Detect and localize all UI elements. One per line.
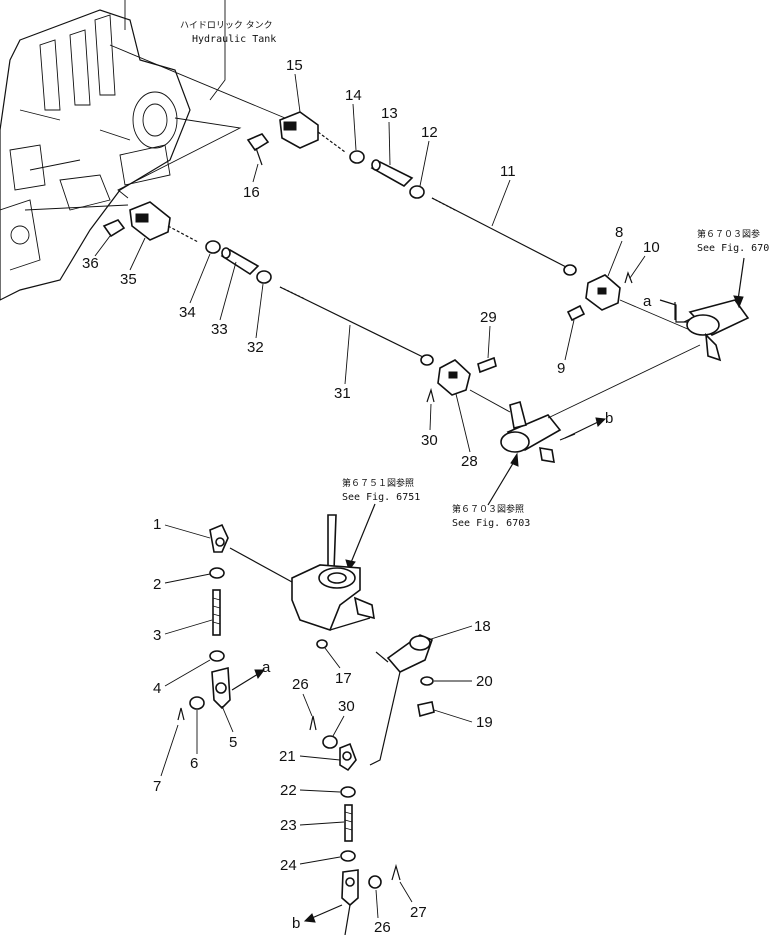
nut-24: [340, 850, 356, 862]
callout-16: 16: [243, 184, 260, 201]
marker-a-lower: a: [262, 659, 271, 676]
callout-29-upper: 29: [480, 309, 497, 326]
nut-29-lower: [322, 735, 338, 749]
callout-26: 26: [374, 919, 391, 935]
callout-6: 6: [190, 755, 198, 772]
rod-31: [279, 286, 434, 366]
callout-8: 8: [615, 224, 623, 241]
callout-27-lower: 27: [410, 904, 427, 921]
bellcrank-lower: [469, 344, 701, 463]
pin-16: [246, 133, 270, 166]
cotter-pin-27-upper: [309, 715, 317, 731]
lower-clevis-35: [129, 201, 199, 243]
callout-10: 10: [643, 239, 660, 256]
callout-33: 33: [211, 321, 228, 338]
rod-11: [431, 197, 577, 276]
callout-12: 12: [421, 124, 438, 141]
callout-13: 13: [381, 105, 398, 122]
callout-17: 17: [335, 670, 352, 687]
callout-7: 7: [153, 778, 161, 795]
callout-2: 2: [153, 576, 161, 593]
stud-3: [212, 589, 221, 636]
tank-label-jp: ハイドロリック タンク: [180, 20, 273, 31]
ref-note-lever-en: See Fig. 6751: [342, 492, 420, 503]
callout-22: 22: [280, 782, 297, 799]
callout-5: 5: [229, 734, 237, 751]
upper-clevis-15: [279, 111, 346, 153]
cotter-pin-10: [624, 271, 633, 284]
callout-27-upper: 26: [292, 676, 309, 693]
pin-17: [316, 639, 328, 649]
ref-note-mid-jp: 第６７０３図参照: [452, 503, 524, 515]
callout-23: 23: [280, 817, 297, 834]
marker-a-upper: a: [643, 293, 652, 310]
ref-note-mid-en: See Fig. 6703: [452, 518, 530, 529]
nut-2: [209, 567, 225, 579]
tank-label-en: Hydraulic Tank: [192, 34, 276, 45]
ref-note-top-right-jp: 第６７０３図参: [697, 228, 760, 240]
rod-end-5: [211, 666, 231, 710]
pin-36: [102, 219, 126, 238]
callout-31: 31: [334, 385, 351, 402]
callout-19: 19: [476, 714, 493, 731]
nut-12: [409, 185, 425, 199]
callout-29-lower: 30: [338, 698, 355, 715]
nut-22: [340, 786, 356, 798]
marker-b-right: b: [605, 410, 613, 427]
callout-14: 14: [345, 87, 362, 104]
nut-34: [205, 240, 221, 254]
lever-arm-18: [369, 634, 434, 766]
rod-end-25: [341, 869, 359, 935]
hydraulic-tank-assembly: [0, 0, 226, 301]
rod-end-21: [339, 742, 357, 772]
callout-36: 36: [82, 255, 99, 272]
cotter-pin-27-lower: [391, 863, 401, 881]
callout-4: 4: [153, 680, 161, 697]
callout-35: 35: [120, 271, 137, 288]
clevis-28: [437, 359, 471, 396]
pin-29-upper: [477, 356, 497, 374]
rod-end-1: [209, 523, 229, 553]
bellcrank-upper: [619, 299, 750, 362]
callout-15: 15: [286, 57, 303, 74]
nut-26: [368, 875, 382, 889]
control-lever-block: [229, 514, 375, 631]
cotter-pin-30: [426, 387, 435, 403]
nut-6: [189, 696, 205, 710]
callout-28: 28: [461, 453, 478, 470]
cotter-pin-7: [177, 707, 185, 721]
callout-20: 20: [476, 673, 493, 690]
callout-11: 11: [500, 163, 516, 180]
bolt-19: [417, 701, 435, 718]
pin-9: [566, 304, 586, 322]
sleeve-13: [370, 159, 414, 187]
callout-9: 9: [557, 360, 565, 377]
nut-14: [349, 150, 365, 164]
ref-note-lever-jp: 第６７５１図参照: [342, 477, 414, 489]
callouts: 15 14 13 12 11 8 10 9 16 36 35 34 33 32 …: [82, 57, 660, 935]
washer-20: [420, 676, 434, 686]
callout-21: 21: [279, 748, 296, 765]
sleeve-33: [220, 247, 260, 276]
nut-4: [209, 650, 225, 662]
nut-32: [256, 270, 272, 284]
callout-34: 34: [179, 304, 196, 321]
marker-b-lower: b: [292, 915, 300, 932]
ref-note-top-right-en: See Fig. 670: [697, 243, 769, 254]
callout-1: 1: [153, 516, 161, 533]
callout-24: 24: [280, 857, 297, 874]
callout-32: 32: [247, 339, 264, 356]
clevis-8: [585, 274, 621, 311]
callout-30: 30: [421, 432, 438, 449]
stud-23: [344, 804, 353, 842]
callout-3: 3: [153, 627, 161, 644]
callout-18: 18: [474, 618, 491, 635]
